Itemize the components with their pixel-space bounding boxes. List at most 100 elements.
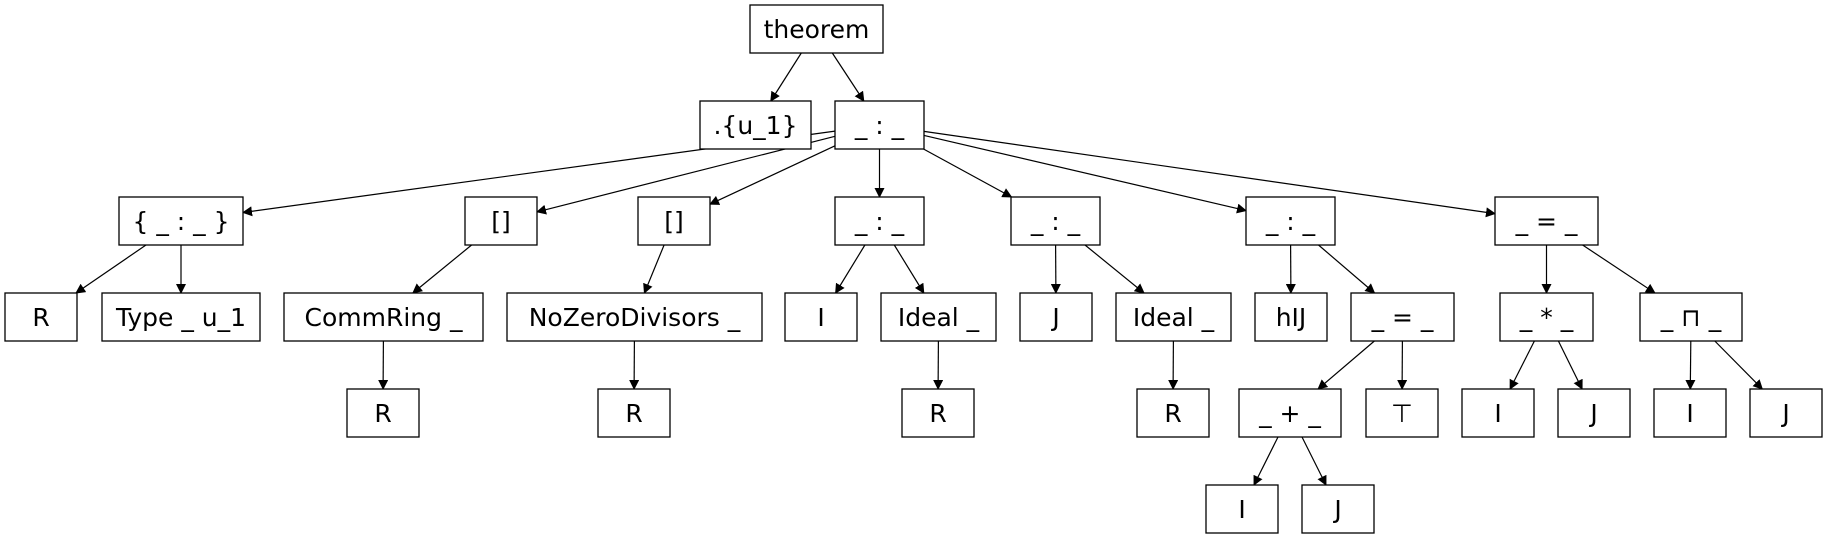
tree-edge-arrow — [709, 145, 836, 205]
node-label: _ + _ — [1258, 399, 1321, 428]
tree-edge-arrow — [923, 134, 1247, 214]
node-label: _ * _ — [1519, 303, 1574, 332]
node-label: R — [374, 399, 391, 428]
node-box — [1115, 292, 1232, 342]
node-label: I — [1686, 399, 1693, 428]
node-label: [] — [491, 207, 511, 236]
tree-edge-arrow — [643, 244, 665, 294]
tree-node: J — [1019, 292, 1093, 342]
node-label: R — [1164, 399, 1181, 428]
node-label: Ideal _ — [1133, 303, 1215, 332]
tree-node: Ideal _ — [880, 292, 997, 342]
node-label: theorem — [764, 15, 870, 44]
node-label: _ = _ — [1515, 207, 1578, 236]
tree-node: hIJ — [1254, 292, 1328, 342]
node-box — [1010, 196, 1101, 246]
node-label: _ : _ — [854, 111, 905, 140]
node-label: I — [1238, 495, 1245, 524]
tree-node: I — [1461, 388, 1535, 438]
node-box — [1461, 388, 1535, 438]
node-box — [1499, 292, 1594, 342]
node-box — [118, 196, 244, 246]
tree-node: I — [1205, 484, 1279, 534]
node-box — [1205, 484, 1279, 534]
tree-node: R — [346, 388, 420, 438]
node-label: I — [1494, 399, 1501, 428]
tree-node: J — [1557, 388, 1631, 438]
nodes: theorem .{u_1} _ : _ { _ : _ } [] [] _ : _ _ : … — [4, 4, 1823, 534]
tree-node: Ideal _ — [1115, 292, 1232, 342]
tree-node: _ : _ — [1010, 196, 1101, 246]
node-box — [1653, 388, 1727, 438]
tree-edge-arrow — [923, 148, 1013, 198]
node-box — [1494, 196, 1599, 246]
tree-edge-arrow — [1582, 244, 1656, 294]
node-label: _ : _ — [1265, 207, 1316, 236]
tree-node: _ = _ — [1350, 292, 1455, 342]
node-box — [1238, 388, 1342, 438]
node-box — [637, 196, 711, 246]
tree-edge-arrow — [770, 52, 802, 102]
tree-node: J — [1301, 484, 1375, 534]
node-box — [1350, 292, 1455, 342]
node-label: _ = _ — [1371, 303, 1434, 332]
tree-edge-arrow — [1318, 244, 1376, 294]
tree-node: I — [784, 292, 858, 342]
node-box — [1301, 484, 1375, 534]
node-box — [1557, 388, 1631, 438]
tree-node: _ : _ — [834, 196, 925, 246]
tree-edge-arrow — [893, 244, 925, 294]
tree-edge-arrow — [1317, 340, 1375, 390]
node-box — [784, 292, 858, 342]
node-box — [834, 100, 925, 150]
node-box — [880, 292, 997, 342]
tree-edge-arrow — [1509, 340, 1535, 390]
node-box — [1254, 292, 1328, 342]
tree-node: _ = _ — [1494, 196, 1599, 246]
node-box — [901, 388, 975, 438]
node-label: hIJ — [1276, 303, 1307, 332]
node-box — [4, 292, 78, 342]
tree-edge-arrow — [831, 52, 865, 102]
tree-node: .{u_1} — [699, 100, 812, 150]
tree-node: _ ⊓ _ — [1639, 292, 1743, 342]
node-box — [597, 388, 671, 438]
tree-edge-arrow — [835, 244, 866, 294]
node-box — [1019, 292, 1093, 342]
node-label: _ : _ — [854, 207, 905, 236]
node-label: CommRing _ — [305, 303, 463, 332]
node-box — [464, 196, 538, 246]
node-label: NoZeroDivisors _ — [529, 303, 741, 332]
node-box — [1136, 388, 1210, 438]
tree-node: CommRing _ — [283, 292, 484, 342]
tree-node: _ + _ — [1238, 388, 1342, 438]
tree-edge-arrow — [1084, 244, 1145, 294]
tree-node: _ * _ — [1499, 292, 1594, 342]
tree-edge-arrow — [75, 244, 147, 294]
node-label: I — [817, 303, 824, 332]
tree-node: theorem — [749, 4, 884, 54]
tree-edge-arrow — [1253, 436, 1279, 486]
tree-edge-arrow — [1714, 340, 1764, 390]
tree-node: Type _ u_1 — [101, 292, 261, 342]
node-box — [1245, 196, 1336, 246]
tree-edge-arrow — [1301, 436, 1327, 486]
node-label: J — [1332, 495, 1341, 524]
node-label: [] — [664, 207, 684, 236]
node-box — [1749, 388, 1823, 438]
tree-node: R — [1136, 388, 1210, 438]
node-label: R — [625, 399, 642, 428]
tree-node: _ : _ — [834, 100, 925, 150]
node-label: _ ⊓ _ — [1660, 303, 1722, 332]
node-label: J — [1050, 303, 1059, 332]
tree-node: R — [901, 388, 975, 438]
node-box — [834, 196, 925, 246]
tree-node: { _ : _ } — [118, 196, 244, 246]
tree-edge-arrow — [923, 130, 1496, 218]
node-box — [101, 292, 261, 342]
node-label: Type _ u_1 — [115, 303, 246, 332]
tree-node: R — [4, 292, 78, 342]
node-box — [749, 4, 884, 54]
tree-node: ⊤ — [1365, 388, 1439, 438]
node-box — [506, 292, 763, 342]
